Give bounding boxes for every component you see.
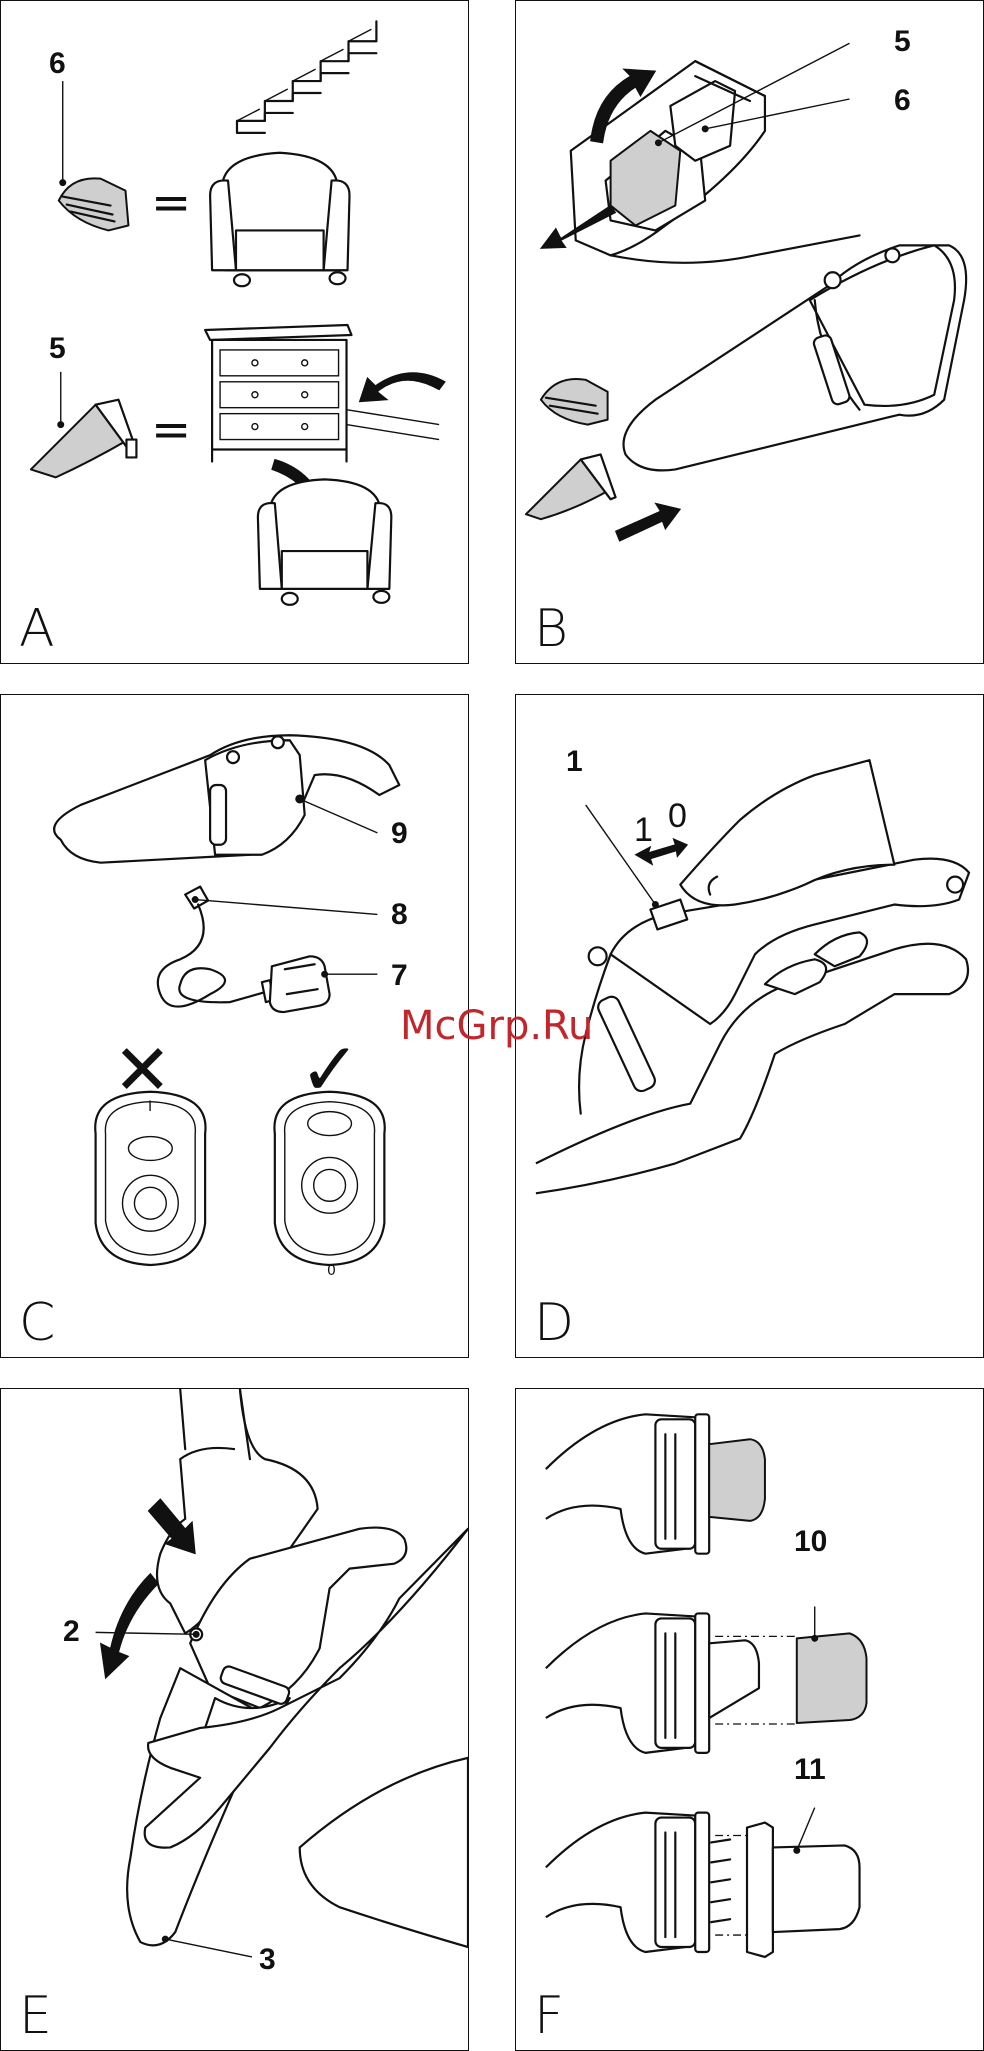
callout-8: 8 [391,900,408,930]
watermark-text: McGrp.Ru [400,1003,593,1049]
callout-6: 6 [49,49,66,79]
panel-f: 10 11 F [515,1388,984,2051]
crevice-tool-icon [526,454,616,519]
callout-5: 5 [894,27,911,57]
check-mark-icon: ✓ [299,1033,361,1107]
panel-letter: C [19,1297,55,1349]
panel-c: 9 8 7 ✕ ✓ I 0 C [0,694,469,1358]
chest-of-drawers-icon [205,325,439,461]
callout-10: 10 [794,1527,827,1557]
cross-mark-icon: ✕ [113,1035,172,1105]
equals-sign: = [151,406,191,454]
vacuum-prefilter-removal-icon [546,1813,860,1957]
panel-letter: F [534,1990,564,2042]
vacuum-filter-removal-icon [546,1613,867,1752]
brush-tool-icon [541,379,608,425]
dial-mark-on: I [148,1099,152,1115]
panel-e-illustration [1,1389,468,2050]
callout-1: 1 [566,747,583,777]
vacuum-with-filter-icon [546,1414,765,1553]
charger-icon [158,887,330,1012]
panel-c-illustration [1,695,468,1357]
armchair-icon [258,479,391,604]
panel-a: 6 5 = = A [0,0,469,664]
armchair-icon [210,153,349,286]
dial-mark-off: 0 [327,1263,336,1279]
callout-7: 7 [391,961,408,991]
callout-2: 2 [63,1617,80,1647]
callout-5: 5 [49,334,66,364]
callout-9: 9 [391,819,408,849]
panel-e: 2 3 E [0,1388,469,2051]
brush-tool-icon [59,178,129,230]
panel-letter: D [534,1297,574,1349]
panel-b: 5 6 B [515,0,984,664]
switch-position-wrong-icon [95,1092,205,1265]
crevice-tool-icon [31,400,137,478]
handheld-vacuum-icon [536,859,969,1194]
handheld-vacuum-icon [54,735,399,862]
panel-f-illustration [516,1389,983,2050]
callout-3: 3 [259,1945,276,1975]
panel-b-illustration [516,1,983,663]
panel-letter: B [534,603,568,655]
panel-letter: A [19,603,55,655]
callout-6: 6 [894,86,911,116]
switch-label-on: 1 [634,813,653,847]
callout-11: 11 [794,1755,826,1785]
handheld-vacuum-icon [624,245,967,470]
switch-position-correct-icon [274,1092,384,1265]
equals-sign: = [151,179,191,227]
panel-a-illustration [1,1,468,663]
switch-label-off: 0 [668,799,687,833]
panel-letter: E [19,1990,52,2042]
